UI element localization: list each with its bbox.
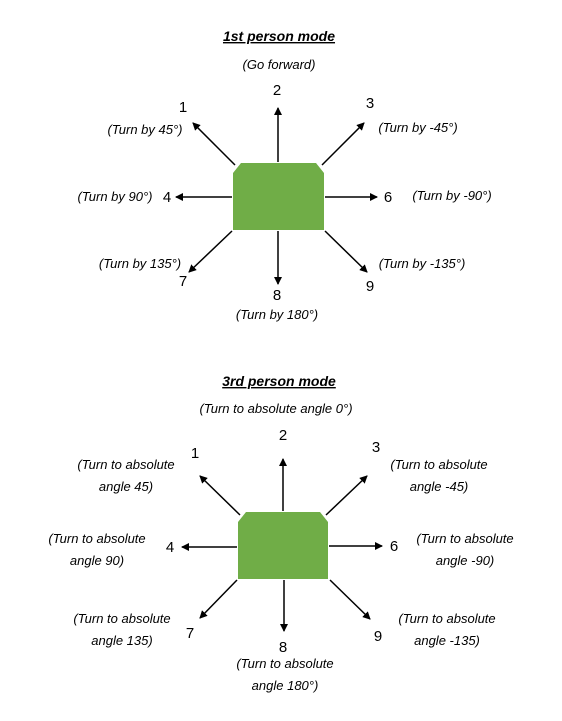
arrow-3 bbox=[321, 122, 365, 166]
key-number-3: 3 bbox=[372, 439, 380, 456]
key-desc-3: (Turn by -45°) bbox=[378, 120, 457, 135]
key-desc-4-line-2: angle 90) bbox=[70, 553, 124, 568]
key-number-1: 1 bbox=[179, 99, 187, 116]
key-desc-7-line-2: angle 135) bbox=[91, 633, 152, 648]
key-number-8: 8 bbox=[273, 287, 281, 304]
key-number-9: 9 bbox=[366, 278, 374, 295]
panel-title: 1st person mode bbox=[223, 28, 335, 44]
key-number-4: 4 bbox=[163, 189, 171, 206]
arrow-3 bbox=[325, 475, 368, 516]
panel-1st-person: 1st person mode (Go forward) 1 (Turn by … bbox=[77, 28, 491, 322]
arrow-1 bbox=[192, 122, 236, 166]
key-desc-8-line-2: angle 180°) bbox=[252, 678, 319, 693]
panel-title: 3rd person mode bbox=[222, 373, 336, 389]
panel-subtitle: (Turn to absolute angle 0°) bbox=[199, 401, 352, 416]
key-desc-1-line-1: (Turn to absolute bbox=[77, 457, 174, 472]
key-desc-7: (Turn by 135°) bbox=[99, 256, 181, 271]
direction-arrows bbox=[175, 107, 378, 285]
key-desc-9-line-1: (Turn to absolute bbox=[398, 611, 495, 626]
key-desc-6-line-2: angle -90) bbox=[436, 553, 495, 568]
key-desc-7-line-1: (Turn to absolute bbox=[73, 611, 170, 626]
character-body bbox=[233, 163, 324, 230]
key-number-9: 9 bbox=[374, 628, 382, 645]
key-number-7: 7 bbox=[179, 273, 187, 290]
key-number-3: 3 bbox=[366, 95, 374, 112]
key-desc-4: (Turn by 90°) bbox=[77, 189, 152, 204]
key-number-8: 8 bbox=[279, 639, 287, 656]
key-number-7: 7 bbox=[186, 625, 194, 642]
key-desc-4-line-1: (Turn to absolute bbox=[48, 531, 145, 546]
panel-3rd-person: 3rd person mode (Turn to absolute angle … bbox=[48, 373, 513, 693]
arrow-1 bbox=[199, 475, 241, 516]
key-number-2: 2 bbox=[273, 82, 281, 99]
key-desc-8: (Turn by 180°) bbox=[236, 307, 318, 322]
arrow-7 bbox=[188, 230, 233, 273]
key-number-1: 1 bbox=[191, 445, 199, 462]
key-number-6: 6 bbox=[384, 189, 392, 206]
key-desc-6-line-1: (Turn to absolute bbox=[416, 531, 513, 546]
arrow-9 bbox=[324, 230, 368, 273]
key-desc-9-line-2: angle -135) bbox=[414, 633, 480, 648]
arrow-9 bbox=[329, 579, 371, 620]
arrow-7 bbox=[199, 579, 238, 619]
key-desc-1: (Turn by 45°) bbox=[107, 122, 182, 137]
key-desc-3-line-1: (Turn to absolute bbox=[390, 457, 487, 472]
key-desc-3-line-2: angle -45) bbox=[410, 479, 469, 494]
key-desc-8-line-1: (Turn to absolute bbox=[236, 656, 333, 671]
key-number-4: 4 bbox=[166, 539, 174, 556]
panel-subtitle: (Go forward) bbox=[243, 57, 316, 72]
character-body bbox=[238, 512, 328, 579]
key-desc-9: (Turn by -135°) bbox=[379, 256, 466, 271]
direction-arrows bbox=[181, 458, 383, 632]
key-number-6: 6 bbox=[390, 538, 398, 555]
key-desc-1-line-2: angle 45) bbox=[99, 479, 153, 494]
key-number-2: 2 bbox=[279, 427, 287, 444]
key-desc-6: (Turn by -90°) bbox=[412, 188, 491, 203]
